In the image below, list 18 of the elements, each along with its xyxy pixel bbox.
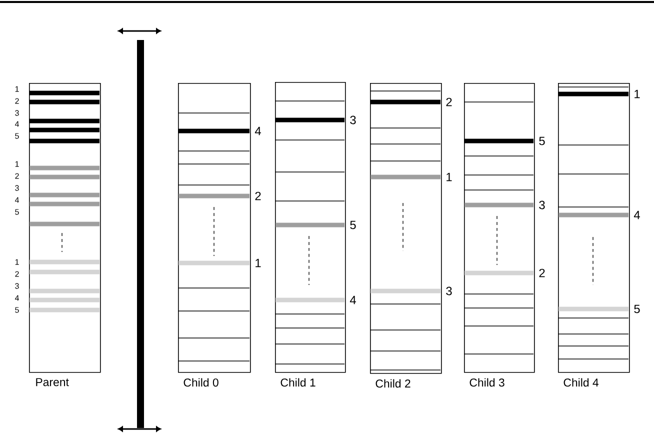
lane-label: Child 0	[184, 378, 218, 387]
lane-label: Child 4	[564, 378, 598, 387]
band-number: 3	[446, 286, 452, 296]
lane-label: Child 3	[470, 378, 504, 387]
band-number: 1	[256, 258, 261, 268]
band-number: 4	[254, 126, 261, 136]
band-number: 5	[350, 220, 356, 230]
band-number: 4	[350, 296, 356, 304]
band-number: 1	[446, 172, 452, 182]
lane-label: Child 2	[376, 379, 410, 388]
band-number: 2	[255, 192, 261, 200]
band-number: 2	[539, 268, 545, 278]
band-number: 3	[350, 116, 356, 124]
band-number: 3	[539, 200, 545, 210]
band-number: 5	[539, 136, 545, 146]
band-number: 2	[446, 98, 452, 106]
lane-label: Parent	[36, 378, 69, 386]
lane-label: Child 1	[280, 378, 316, 387]
